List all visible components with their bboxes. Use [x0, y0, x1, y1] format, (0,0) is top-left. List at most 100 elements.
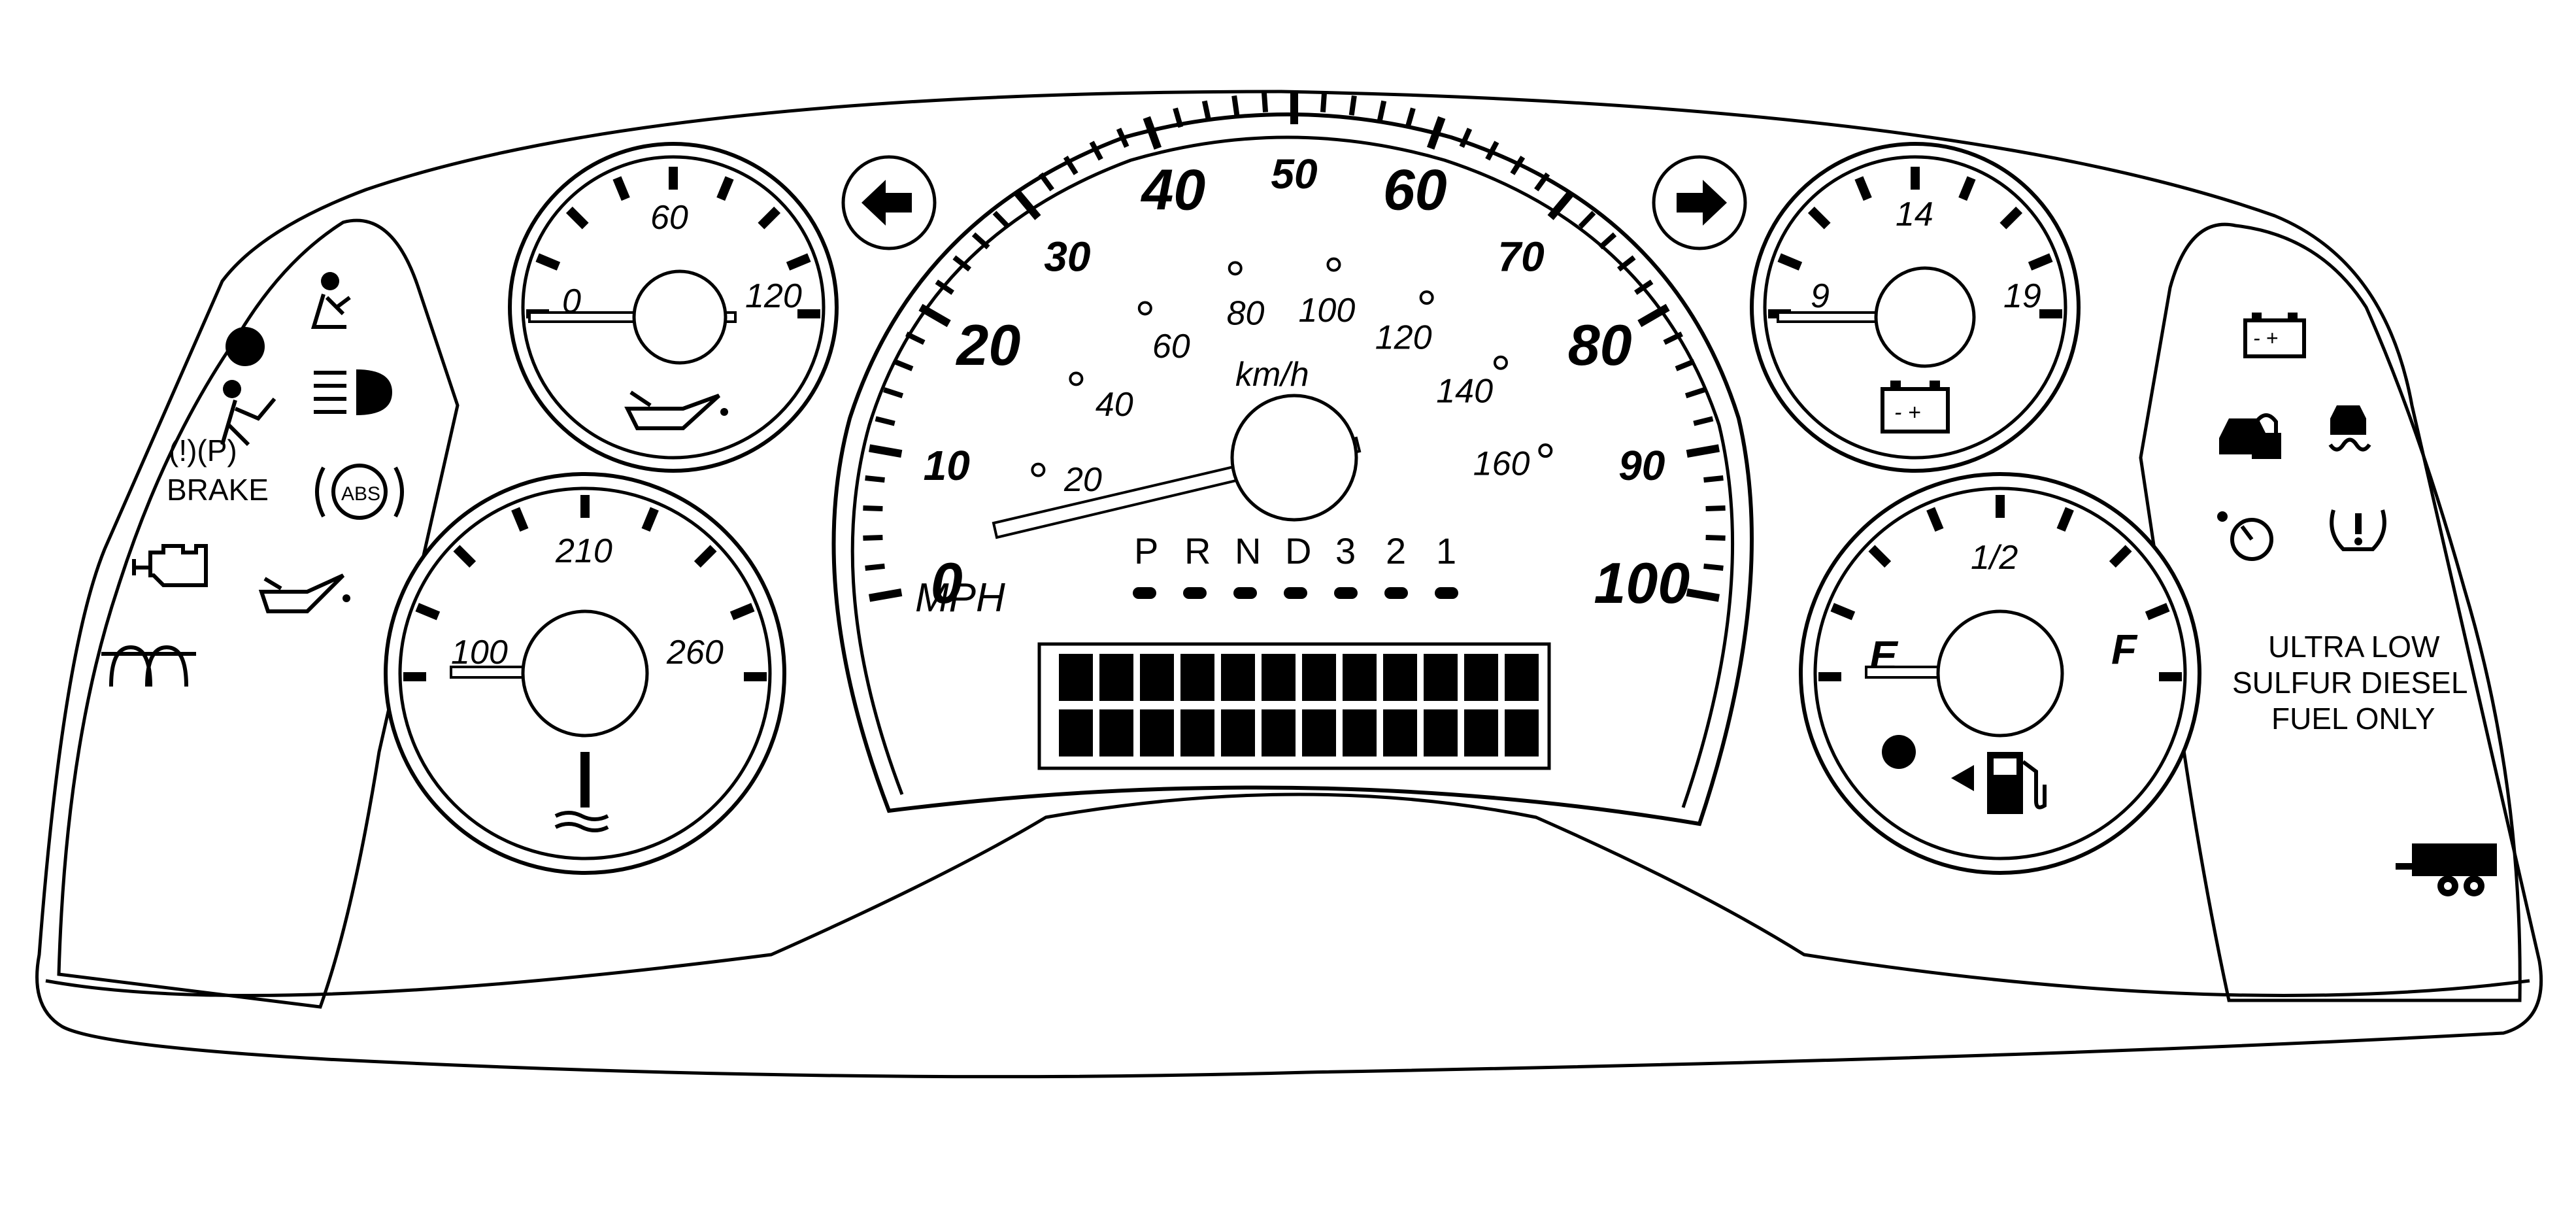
mph-label: 20	[955, 313, 1020, 377]
gauge-tick	[453, 545, 477, 568]
speedometer-tick	[1510, 156, 1526, 175]
speedometer-tick	[1143, 116, 1162, 150]
lcd-cell	[1099, 709, 1133, 756]
battery-icon: - +	[1881, 381, 1950, 434]
brake-label: BRAKE	[167, 473, 269, 507]
mph-label: 60	[1383, 158, 1447, 222]
speedometer-tick	[1201, 100, 1211, 121]
lcd-cells	[1059, 654, 1539, 756]
mph-label: 50	[1271, 150, 1317, 197]
gear-r: R	[1184, 530, 1211, 571]
lcd-cell	[1383, 709, 1417, 756]
speedometer-tick	[865, 475, 885, 483]
fuel-notice-line-3: FUEL ONLY	[2271, 702, 2435, 736]
lcd-cell	[1180, 654, 1214, 701]
lcd-cell	[1505, 654, 1539, 701]
kmh-tick	[1326, 257, 1341, 272]
lcd-cell	[1140, 654, 1174, 701]
security-icon	[2219, 413, 2281, 459]
gauge-tick	[511, 507, 529, 532]
kmh-label: 100	[1299, 292, 1356, 330]
speedometer-tick	[863, 534, 883, 541]
speedometer-tick	[992, 211, 1011, 229]
mph-label: 100	[1594, 551, 1690, 615]
speedometer-tick	[1663, 332, 1683, 345]
volt-label-19: 19	[2003, 277, 2041, 315]
lcd-cell	[1343, 709, 1377, 756]
gear-1: 1	[1436, 530, 1456, 571]
fuel-gauge: E 1/2 F	[1799, 472, 2201, 875]
lcd-cell	[1302, 654, 1336, 701]
gauge-tick	[641, 507, 659, 532]
kmh-label: 40	[1096, 386, 1133, 424]
speedometer-tick	[1534, 172, 1550, 192]
kmh-label: 80	[1227, 295, 1265, 333]
coolant-temp-gauge: 100 210 260	[384, 472, 786, 875]
gauge-tick	[565, 206, 589, 230]
speedometer-tick	[1637, 303, 1670, 328]
oil-pressure-icon	[258, 573, 350, 613]
right-warning-panel: - + ULTRA LOW SULFUR DIESEL FUEL ONLY	[2217, 313, 2497, 896]
speedometer-tick	[1231, 95, 1240, 116]
odometer-display	[1037, 642, 1551, 770]
speedometer-tick	[865, 563, 885, 571]
speedometer-tick	[868, 588, 903, 602]
volt-label-9: 9	[1811, 277, 1830, 315]
gauge-tick	[1854, 176, 1872, 201]
speedometer-ticks	[863, 92, 1726, 602]
speedometer-tick	[1348, 95, 1357, 116]
speedometer-tick	[1014, 190, 1041, 220]
charging-system-icon: - +	[2243, 313, 2306, 358]
temp-label-260: 260	[666, 634, 724, 672]
speedometer-tick	[1063, 156, 1079, 175]
temp-label-210: 210	[555, 532, 612, 570]
gauge-tick	[1926, 507, 1944, 532]
fuel-gauge-ticks	[1818, 495, 2182, 681]
check-engine-icon	[132, 544, 208, 587]
speedometer-tick	[1173, 107, 1184, 128]
speedometer-tick	[918, 303, 951, 328]
gauge-tick	[786, 253, 811, 271]
lcd-cell	[1262, 709, 1296, 756]
speedometer-tick	[971, 232, 990, 250]
gauge-tick	[612, 176, 630, 201]
lcd-cell	[1343, 654, 1377, 701]
fuel-pump-icon	[1987, 752, 2047, 814]
kmh-label: 160	[1473, 445, 1530, 483]
gear-dashes	[1133, 587, 1458, 599]
kmh-tick	[1419, 290, 1434, 305]
turn-right-icon	[1652, 155, 1747, 250]
gear-indicator: P R N D 3 2 1	[1133, 530, 1458, 599]
gauge-tick	[1830, 603, 1856, 620]
headlamp-icon	[314, 369, 392, 415]
gear-dash	[1233, 587, 1257, 599]
gear-p: P	[1134, 530, 1158, 571]
mph-label: 90	[1618, 442, 1665, 489]
speedometer-tick	[1547, 190, 1575, 220]
lcd-cell	[1140, 709, 1174, 756]
tire-pressure-icon	[2330, 509, 2386, 551]
gear-dash	[1284, 587, 1307, 599]
fuel-label-f: F	[2111, 626, 2138, 673]
coolant-temp-ticks	[403, 495, 767, 681]
kmh-tick	[1538, 443, 1553, 458]
speedometer-tick	[1116, 128, 1129, 148]
gauge-tick	[2056, 507, 2074, 532]
speedometer-tick	[1705, 534, 1726, 541]
gear-n: N	[1235, 530, 1261, 571]
speedometer-tick	[1405, 107, 1416, 128]
gauge-tick	[1999, 206, 2023, 230]
cruise-icon	[2217, 511, 2273, 561]
speedometer-tick	[1261, 92, 1269, 112]
mph-unit-label: MPH	[915, 575, 1005, 620]
oil-label-120: 120	[745, 277, 802, 315]
trailer-icon	[2396, 843, 2497, 896]
battery-terminals: - +	[1894, 400, 1921, 425]
gear-dash	[1384, 587, 1408, 599]
kmh-unit-label: km/h	[1235, 356, 1309, 394]
speedometer-tick	[883, 387, 904, 399]
lcd-cell	[1464, 709, 1498, 756]
speedometer-tick	[1634, 279, 1654, 296]
kmh-label: 120	[1375, 318, 1432, 356]
